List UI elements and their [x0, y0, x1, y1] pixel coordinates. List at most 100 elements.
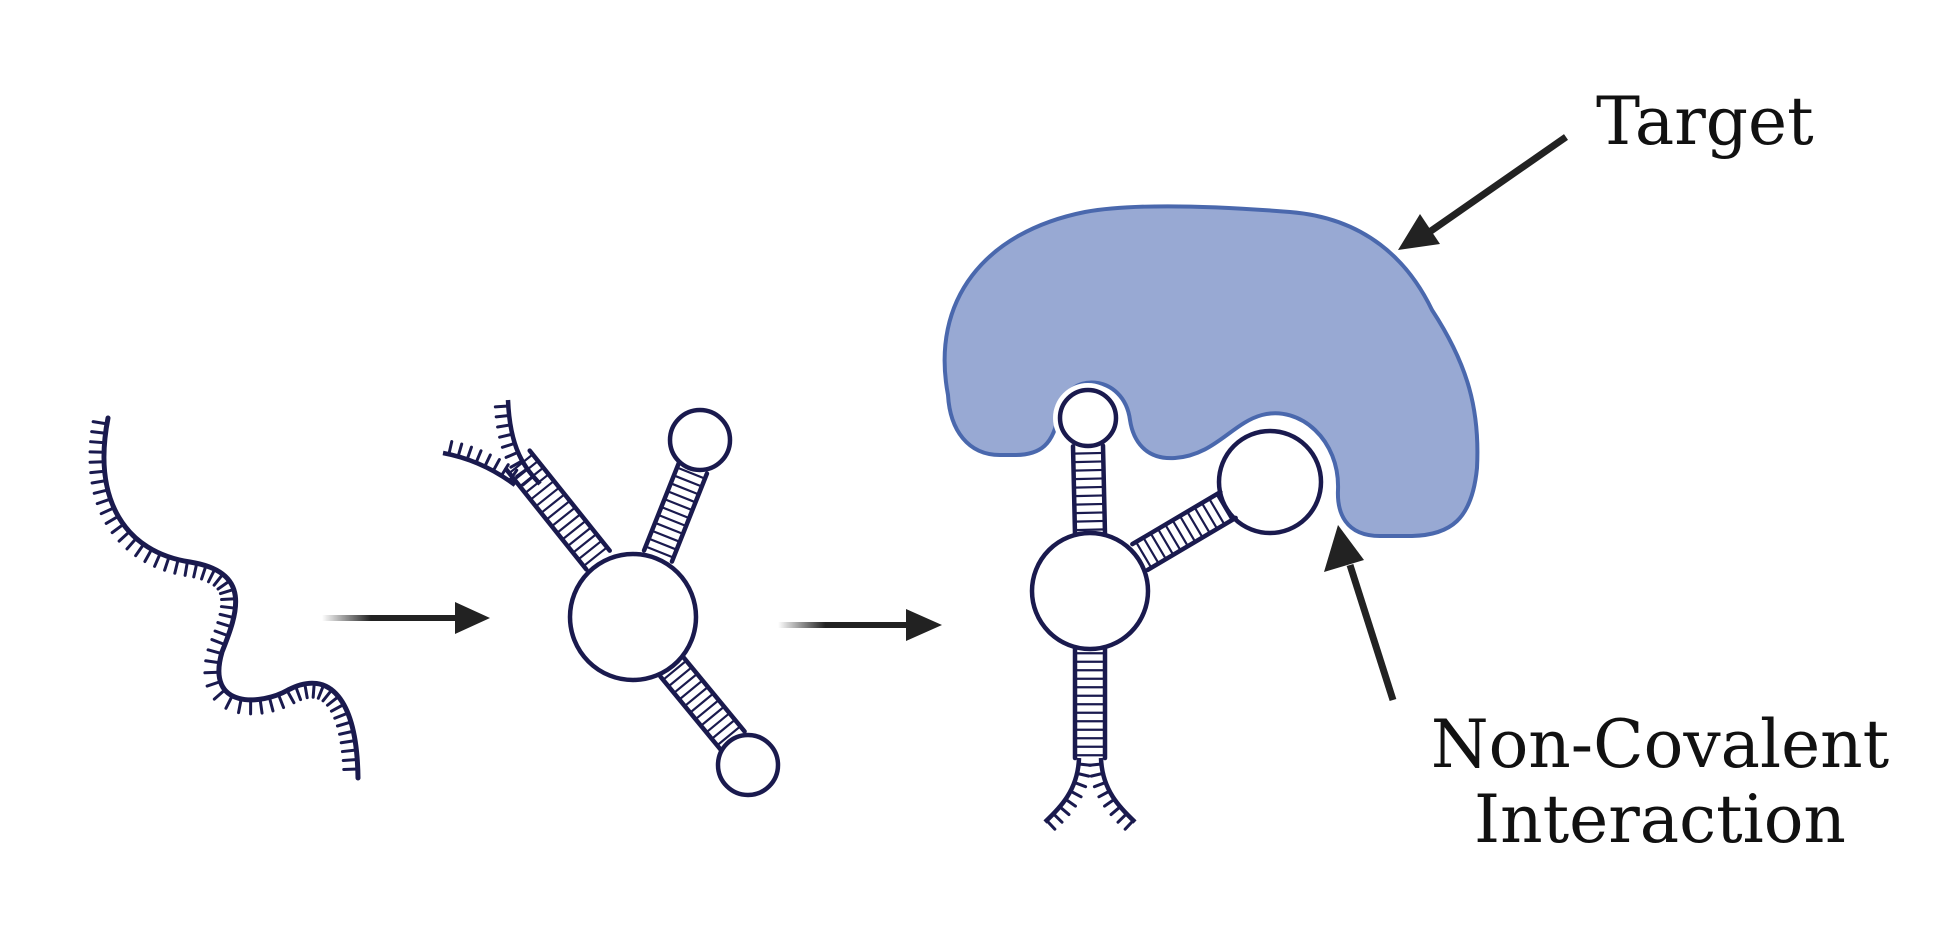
base-tick: [333, 711, 350, 720]
base-pair: [662, 659, 688, 681]
base-tick: [1087, 762, 1103, 767]
base-pair: [1200, 501, 1219, 530]
base-tick: [220, 597, 238, 601]
target-molecule: [942, 204, 1480, 538]
base-tick: [1069, 789, 1083, 799]
base-tick: [216, 621, 233, 629]
base-pair: [667, 666, 693, 688]
base-pair: [1134, 540, 1153, 569]
base-tick: [342, 767, 360, 771]
base-tick: [474, 449, 483, 465]
base-tick: [276, 693, 286, 710]
base-pair: [577, 539, 603, 561]
base-tick: [95, 497, 112, 506]
base-tick: [200, 564, 208, 581]
base-tick: [1092, 780, 1108, 789]
base-tick: [507, 468, 519, 483]
strand-bases: [88, 420, 360, 771]
base-tick: [1051, 812, 1064, 824]
base-pair: [650, 529, 681, 543]
base-pair: [1073, 502, 1106, 506]
base-pair: [1193, 506, 1211, 535]
base-pair: [1186, 510, 1204, 539]
base-tick: [1116, 812, 1129, 824]
base-pair: [534, 486, 561, 508]
base-pair: [1208, 497, 1226, 526]
base-pair: [689, 692, 715, 714]
base-pair: [644, 545, 675, 559]
base-pair: [663, 498, 694, 512]
base-tick: [205, 680, 222, 688]
aptamer-target-complex: [942, 204, 1480, 831]
base-pair: [672, 672, 699, 695]
base-pair: [561, 519, 587, 541]
base-pair: [571, 532, 598, 554]
base-pair: [1215, 493, 1233, 522]
base-tick: [125, 536, 138, 551]
base-tick: [91, 420, 109, 426]
base-pair: [1072, 485, 1106, 489]
base-pair: [545, 499, 571, 521]
base-tick: [521, 474, 535, 487]
base-tick: [213, 629, 230, 638]
process-arrow-1: [322, 602, 490, 634]
base-tick: [99, 506, 116, 516]
base-tick: [207, 567, 217, 584]
base-tick: [1103, 797, 1116, 808]
base-pair: [508, 453, 534, 475]
base-tick: [340, 748, 358, 754]
interaction-pointer-arrow: [1324, 525, 1397, 702]
base-tick: [515, 467, 529, 478]
base-tick: [219, 605, 237, 610]
base-tick: [1109, 805, 1122, 817]
base-tick: [1097, 789, 1111, 799]
base-pair: [672, 474, 703, 488]
base-pair: [582, 546, 609, 568]
base-tick: [258, 697, 264, 715]
base-tick: [110, 522, 125, 535]
interaction-label-line1: Non-Covalent: [1431, 706, 1889, 783]
base-tick: [498, 432, 514, 439]
base-tick: [1075, 771, 1091, 778]
base-tick: [90, 479, 108, 485]
bound-aptamer-stems: [1070, 443, 1238, 761]
interaction-label-line2: Interaction: [1474, 781, 1846, 858]
base-tick: [218, 612, 236, 620]
base-tick: [329, 703, 346, 713]
base-pair: [1073, 528, 1106, 532]
base-tick: [206, 648, 224, 656]
stem-strand: [1130, 489, 1223, 547]
base-tick: [311, 681, 316, 699]
base-tick: [212, 572, 225, 587]
base-tick: [456, 442, 464, 459]
base-tick: [494, 413, 511, 419]
base-tick: [192, 561, 199, 579]
base-tick: [509, 459, 524, 469]
linear-strand: [88, 415, 361, 781]
base-tick: [204, 659, 222, 665]
base-pair: [694, 698, 720, 721]
base-tick: [447, 440, 454, 456]
base-tick: [325, 695, 340, 707]
stem-strand: [1145, 515, 1238, 573]
base-tick: [89, 469, 107, 475]
base-pair: [657, 513, 688, 528]
target-pointer-arrow: [1398, 134, 1568, 250]
base-tick: [210, 638, 227, 647]
base-tick: [285, 689, 296, 705]
base-tick: [237, 697, 243, 715]
base-tick: [493, 404, 510, 409]
target-label: Target: [1596, 83, 1814, 160]
base-tick: [89, 440, 107, 445]
base-tick: [465, 445, 473, 461]
base-tick: [341, 757, 359, 762]
base-pair: [1149, 532, 1168, 561]
process-arrow-2: [778, 609, 942, 641]
base-pair: [529, 479, 556, 501]
base-tick: [1064, 797, 1077, 808]
base-pair: [1164, 523, 1182, 552]
base-tick: [303, 682, 309, 700]
base-tick: [483, 453, 492, 469]
base-tick: [1058, 805, 1071, 817]
